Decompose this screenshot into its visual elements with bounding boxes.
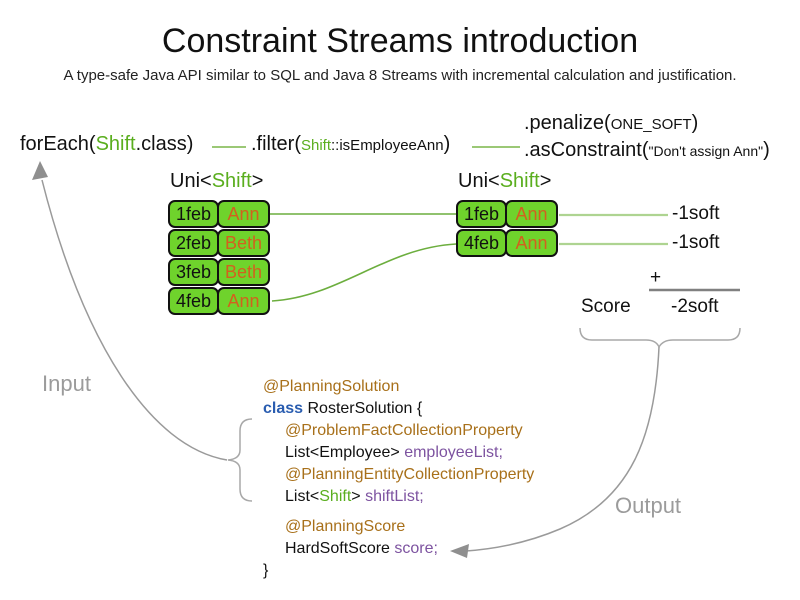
date-cell: 4feb: [456, 229, 507, 257]
asconstraint-prefix: .asConstraint(: [524, 139, 649, 161]
annotation-token: @PlanningEntityCollectionProperty: [285, 466, 535, 483]
code-line: HardSoftScore score;: [263, 538, 534, 560]
penalize-call: .penalize(ONE_SOFT): [524, 112, 698, 135]
code-line: class RosterSolution {: [263, 398, 534, 420]
filter-suffix: ): [443, 133, 451, 155]
name-cell: Ann: [505, 229, 558, 257]
shift-row: 3feb Beth: [168, 258, 270, 287]
plus-sign: +: [650, 267, 662, 288]
penalize-arg: ONE_SOFT: [610, 116, 692, 133]
shift-row: 4feb Ann: [456, 229, 558, 258]
penalize-prefix: .penalize(: [524, 112, 611, 134]
annotation-token: @PlanningSolution: [263, 378, 400, 395]
name-cell: Ann: [217, 287, 270, 315]
foreach-suffix: .class): [135, 133, 194, 155]
code-line: @ProblemFactCollectionProperty: [263, 420, 534, 442]
shift-row: 2feb Beth: [168, 229, 270, 258]
penalty-label: -1soft: [672, 232, 720, 253]
code-brace: [227, 418, 253, 502]
stream-connector-curve: [271, 243, 457, 302]
keyword-token: class: [263, 400, 308, 417]
field-token: employeeList;: [404, 444, 503, 461]
asconstraint-call: .asConstraint("Don't assign Ann"): [524, 139, 770, 162]
foreach-type: Shift: [95, 133, 136, 155]
shift-row: 1feb Ann: [168, 200, 270, 229]
code-token: }: [263, 562, 269, 579]
code-line: @PlanningEntityCollectionProperty: [263, 464, 534, 486]
code-line: @PlanningSolution: [263, 376, 534, 398]
right-stream-label-suffix: >: [539, 170, 552, 192]
code-line: @PlanningScore: [263, 516, 534, 538]
score-label: Score: [581, 296, 631, 317]
page-title: Constraint Streams introduction: [161, 22, 639, 60]
date-cell: 1feb: [168, 200, 219, 228]
filter-prefix: .filter(: [251, 133, 301, 155]
asconstraint-suffix: ): [763, 139, 770, 161]
field-token: score;: [394, 540, 438, 557]
code-blank-line: [263, 508, 534, 516]
output-label: Output: [615, 493, 682, 518]
left-stream-table: 1feb Ann 2feb Beth 3feb Beth 4feb Ann: [168, 200, 270, 316]
shift-row: 1feb Ann: [456, 200, 558, 229]
filter-method: ::isEmployeeAnn: [331, 137, 444, 154]
code-line: }: [263, 560, 534, 582]
code-line: List<Employee> employeeList;: [263, 442, 534, 464]
asconstraint-arg: "Don't assign Ann": [648, 143, 764, 159]
right-stream-label: Uni<Shift>: [458, 170, 551, 193]
code-token: HardSoftScore: [285, 540, 395, 557]
output-arrowhead-icon: [450, 544, 469, 558]
foreach-prefix: forEach(: [20, 133, 96, 155]
code-token: List<Employee>: [285, 444, 405, 461]
shift-row: 4feb Ann: [168, 287, 270, 316]
annotation-token: @PlanningScore: [285, 518, 406, 535]
date-cell: 4feb: [168, 287, 219, 315]
penalty-label: -1soft: [672, 203, 720, 224]
left-stream-label: Uni<Shift>: [170, 170, 263, 193]
filter-type: Shift: [301, 137, 332, 154]
right-stream-label-type: Shift: [499, 170, 540, 192]
date-cell: 1feb: [456, 200, 507, 228]
code-line: List<Shift> shiftList;: [263, 486, 534, 508]
name-cell: Beth: [217, 229, 270, 257]
input-label: Input: [42, 371, 91, 396]
code-token: List<: [285, 488, 320, 505]
left-stream-label-suffix: >: [251, 170, 264, 192]
score-total: -2soft: [671, 296, 719, 317]
date-cell: 3feb: [168, 258, 219, 286]
type-token: Shift: [319, 488, 352, 505]
name-cell: Ann: [505, 200, 558, 228]
code-token: >: [351, 488, 366, 505]
annotation-token: @ProblemFactCollectionProperty: [285, 422, 523, 439]
score-underbrace: [579, 327, 741, 349]
foreach-call: forEach(Shift.class): [20, 133, 193, 156]
input-arrow-curve: [41, 179, 228, 461]
code-block: @PlanningSolution class RosterSolution {…: [263, 376, 534, 582]
code-token: RosterSolution {: [307, 400, 423, 417]
field-token: shiftList;: [365, 488, 424, 505]
penalize-suffix: ): [691, 112, 699, 134]
left-stream-label-type: Shift: [211, 170, 252, 192]
name-cell: Beth: [217, 258, 270, 286]
left-stream-label-prefix: Uni<: [170, 170, 212, 192]
input-arrowhead-icon: [32, 161, 48, 180]
name-cell: Ann: [217, 200, 270, 228]
date-cell: 2feb: [168, 229, 219, 257]
right-stream-table: 1feb Ann 4feb Ann: [456, 200, 558, 258]
right-stream-label-prefix: Uni<: [458, 170, 500, 192]
filter-call: .filter(Shift::isEmployeeAnn): [251, 133, 450, 156]
page-subtitle: A type-safe Java API similar to SQL and …: [63, 67, 737, 84]
output-arrow-curve: [465, 346, 660, 552]
